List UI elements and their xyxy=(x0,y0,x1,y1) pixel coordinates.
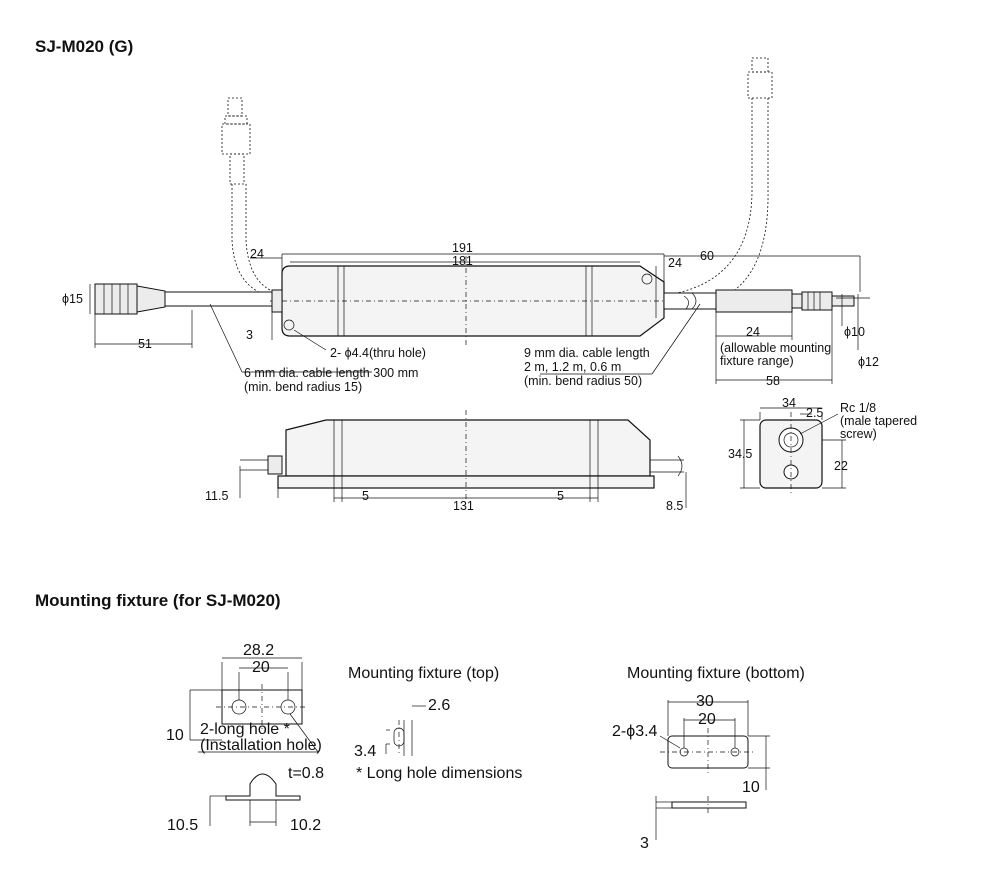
fix-dim-20: 20 xyxy=(252,659,270,676)
dim-191: 191 xyxy=(452,241,473,255)
dim-131: 131 xyxy=(453,499,474,513)
dim-51: 51 xyxy=(138,337,152,351)
dim-181: 181 xyxy=(452,254,473,268)
fixture-top-plan: 28.2 20 10 2-long hole * (Installation h… xyxy=(166,642,322,754)
fix-dim-10-5: 10.5 xyxy=(167,817,198,834)
note-long-hole-line2: (Installation hole) xyxy=(200,737,322,754)
sensor-top-view: 191 181 24 24 60 ϕ15 51 3 ϕ10 ϕ12 24 58 … xyxy=(62,57,879,394)
fix-bottom-dim-3: 3 xyxy=(640,835,649,852)
fixture-bottom-view: Mounting fixture (bottom) 30 20 2-ϕ3.4 1… xyxy=(612,665,805,852)
dim-58: 58 xyxy=(766,374,780,388)
dim-phi10: ϕ10 xyxy=(844,325,865,339)
note-rc-line1: Rc 1/8 xyxy=(840,401,876,415)
fix-dim-10-2: 10.2 xyxy=(290,817,321,834)
dim-5-left: 5 xyxy=(362,489,369,503)
fix-dim-3-4: 3.4 xyxy=(354,743,376,760)
dim-24-fixture: 24 xyxy=(746,325,760,339)
alt-connector-left xyxy=(221,97,271,297)
note-cable6-line1: 6 mm dia. cable length 300 mm xyxy=(244,366,418,380)
fix-bottom-dim-10: 10 xyxy=(742,779,760,796)
fix-dim-28-2: 28.2 xyxy=(243,642,274,659)
sensor-side-view: 11.5 5 131 5 8.5 xyxy=(205,410,687,513)
note-fixture-range-line1: (allowable mounting xyxy=(720,341,831,355)
note-cable9-line2: 2 m, 1.2 m, 0.6 m xyxy=(524,360,621,374)
sensor-end-view: 34 2.5 34.5 22 Rc 1/8 (male tapered scre… xyxy=(728,396,917,496)
note-cable9-line1: 9 mm dia. cable length xyxy=(524,346,650,360)
note-rc-line3: screw) xyxy=(840,427,877,441)
dim-3: 3 xyxy=(246,328,253,342)
dim-22: 22 xyxy=(834,459,848,473)
dim-24-right: 24 xyxy=(668,256,682,270)
sensor-body xyxy=(270,256,680,346)
fix-bottom-dim-20: 20 xyxy=(698,711,716,728)
fixture-bottom-title: Mounting fixture (bottom) xyxy=(627,665,805,682)
dim-phi12: ϕ12 xyxy=(858,355,879,369)
note-holes: 2- ϕ4.4(thru hole) xyxy=(330,346,426,360)
dim-5-right: 5 xyxy=(557,489,564,503)
dim-8-5: 8.5 xyxy=(666,499,683,513)
dim-34-5: 34.5 xyxy=(728,447,752,461)
fix-dim-10: 10 xyxy=(166,727,184,744)
note-rc-line2: (male tapered xyxy=(840,414,917,428)
note-long-hole-line1: 2-long hole * xyxy=(200,721,290,738)
dim-34: 34 xyxy=(782,396,796,410)
fixture-side-profile: t=0.8 10.5 10.2 xyxy=(167,765,324,834)
fix-dim-2-6: 2.6 xyxy=(428,697,450,714)
note-cable9-line3: (min. bend radius 50) xyxy=(524,374,642,388)
fix-bottom-holes: 2-ϕ3.4 xyxy=(612,723,658,740)
fix-bottom-dim-30: 30 xyxy=(696,693,714,710)
fixture-title: Mounting fixture (for SJ-M020) xyxy=(35,591,281,610)
top-view-dimensions xyxy=(89,253,870,384)
right-cable-assembly xyxy=(663,289,855,313)
dim-11-5: 11.5 xyxy=(205,489,228,503)
fix-thickness: t=0.8 xyxy=(288,765,324,782)
dim-60: 60 xyxy=(700,249,714,263)
note-fixture-range-line2: fixture range) xyxy=(720,354,794,368)
dim-phi15: ϕ15 xyxy=(62,292,83,306)
note-cable6-line2: (min. bend radius 15) xyxy=(244,380,362,394)
dim-24-left: 24 xyxy=(250,247,264,261)
main-title: SJ-M020 (G) xyxy=(35,37,133,56)
fixture-top-title: Mounting fixture (top) xyxy=(348,665,499,682)
dim-2-5: 2.5 xyxy=(806,406,823,420)
left-connector xyxy=(94,283,274,315)
fixture-top-detail: Mounting fixture (top) 2.6 3.4 * Long ho… xyxy=(348,665,522,782)
note-long-hole-dims: * Long hole dimensions xyxy=(356,765,522,782)
